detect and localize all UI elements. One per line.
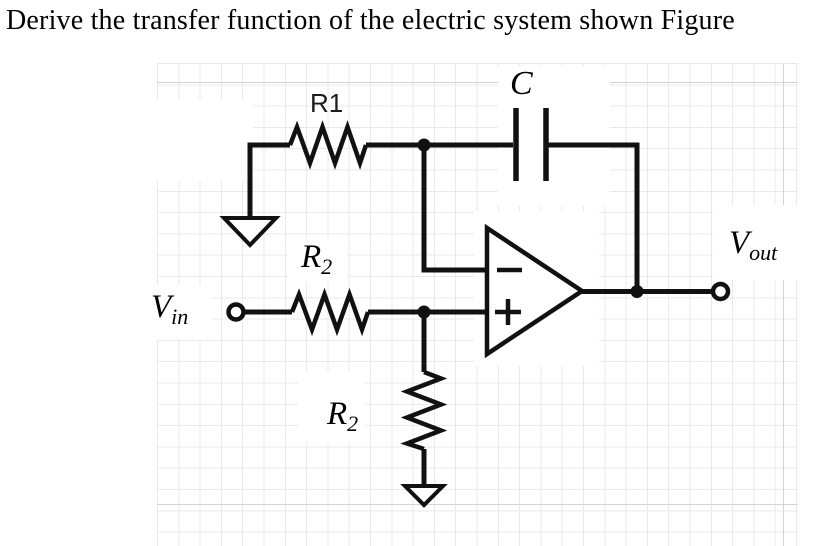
grid-major-line-v1 (783, 63, 784, 546)
grid-major-line-h1 (157, 82, 798, 83)
r1-left-wire (247, 142, 290, 220)
capacitor-label: C (510, 65, 533, 102)
vin-label: Vin (151, 289, 189, 329)
label-backdrop-vin (140, 285, 212, 340)
question-text: Derive the transfer function of the elec… (6, 5, 735, 36)
vin-terminal (226, 302, 246, 322)
feedback-wire (548, 142, 640, 292)
resistor-r1 (287, 120, 369, 170)
resistor-r2-series (289, 287, 371, 337)
label-backdrop-r2-shunt (298, 372, 365, 443)
opamp-triangle (484, 223, 587, 359)
vout-terminal (710, 281, 731, 302)
label-backdrop-vout (713, 205, 814, 280)
inverting-input-wire (421, 145, 487, 273)
label-backdrop-r1-area (157, 100, 253, 181)
ground-icon-left (219, 216, 281, 248)
junction-inverting-node (417, 138, 431, 152)
resistor-r2-shunt (400, 369, 448, 452)
r2-shunt-label: R2 (327, 396, 359, 436)
ground-icon-bottom (400, 484, 448, 508)
r2-feedback-label: R2 (301, 239, 333, 279)
junction-noninverting-node (417, 305, 431, 319)
grid-major-line-h2 (157, 504, 798, 505)
vout-label: Vout (729, 225, 778, 265)
r1-label: R1 (310, 88, 344, 118)
junction-output-node (630, 285, 644, 298)
label-backdrop-r2-feedback (288, 238, 348, 282)
